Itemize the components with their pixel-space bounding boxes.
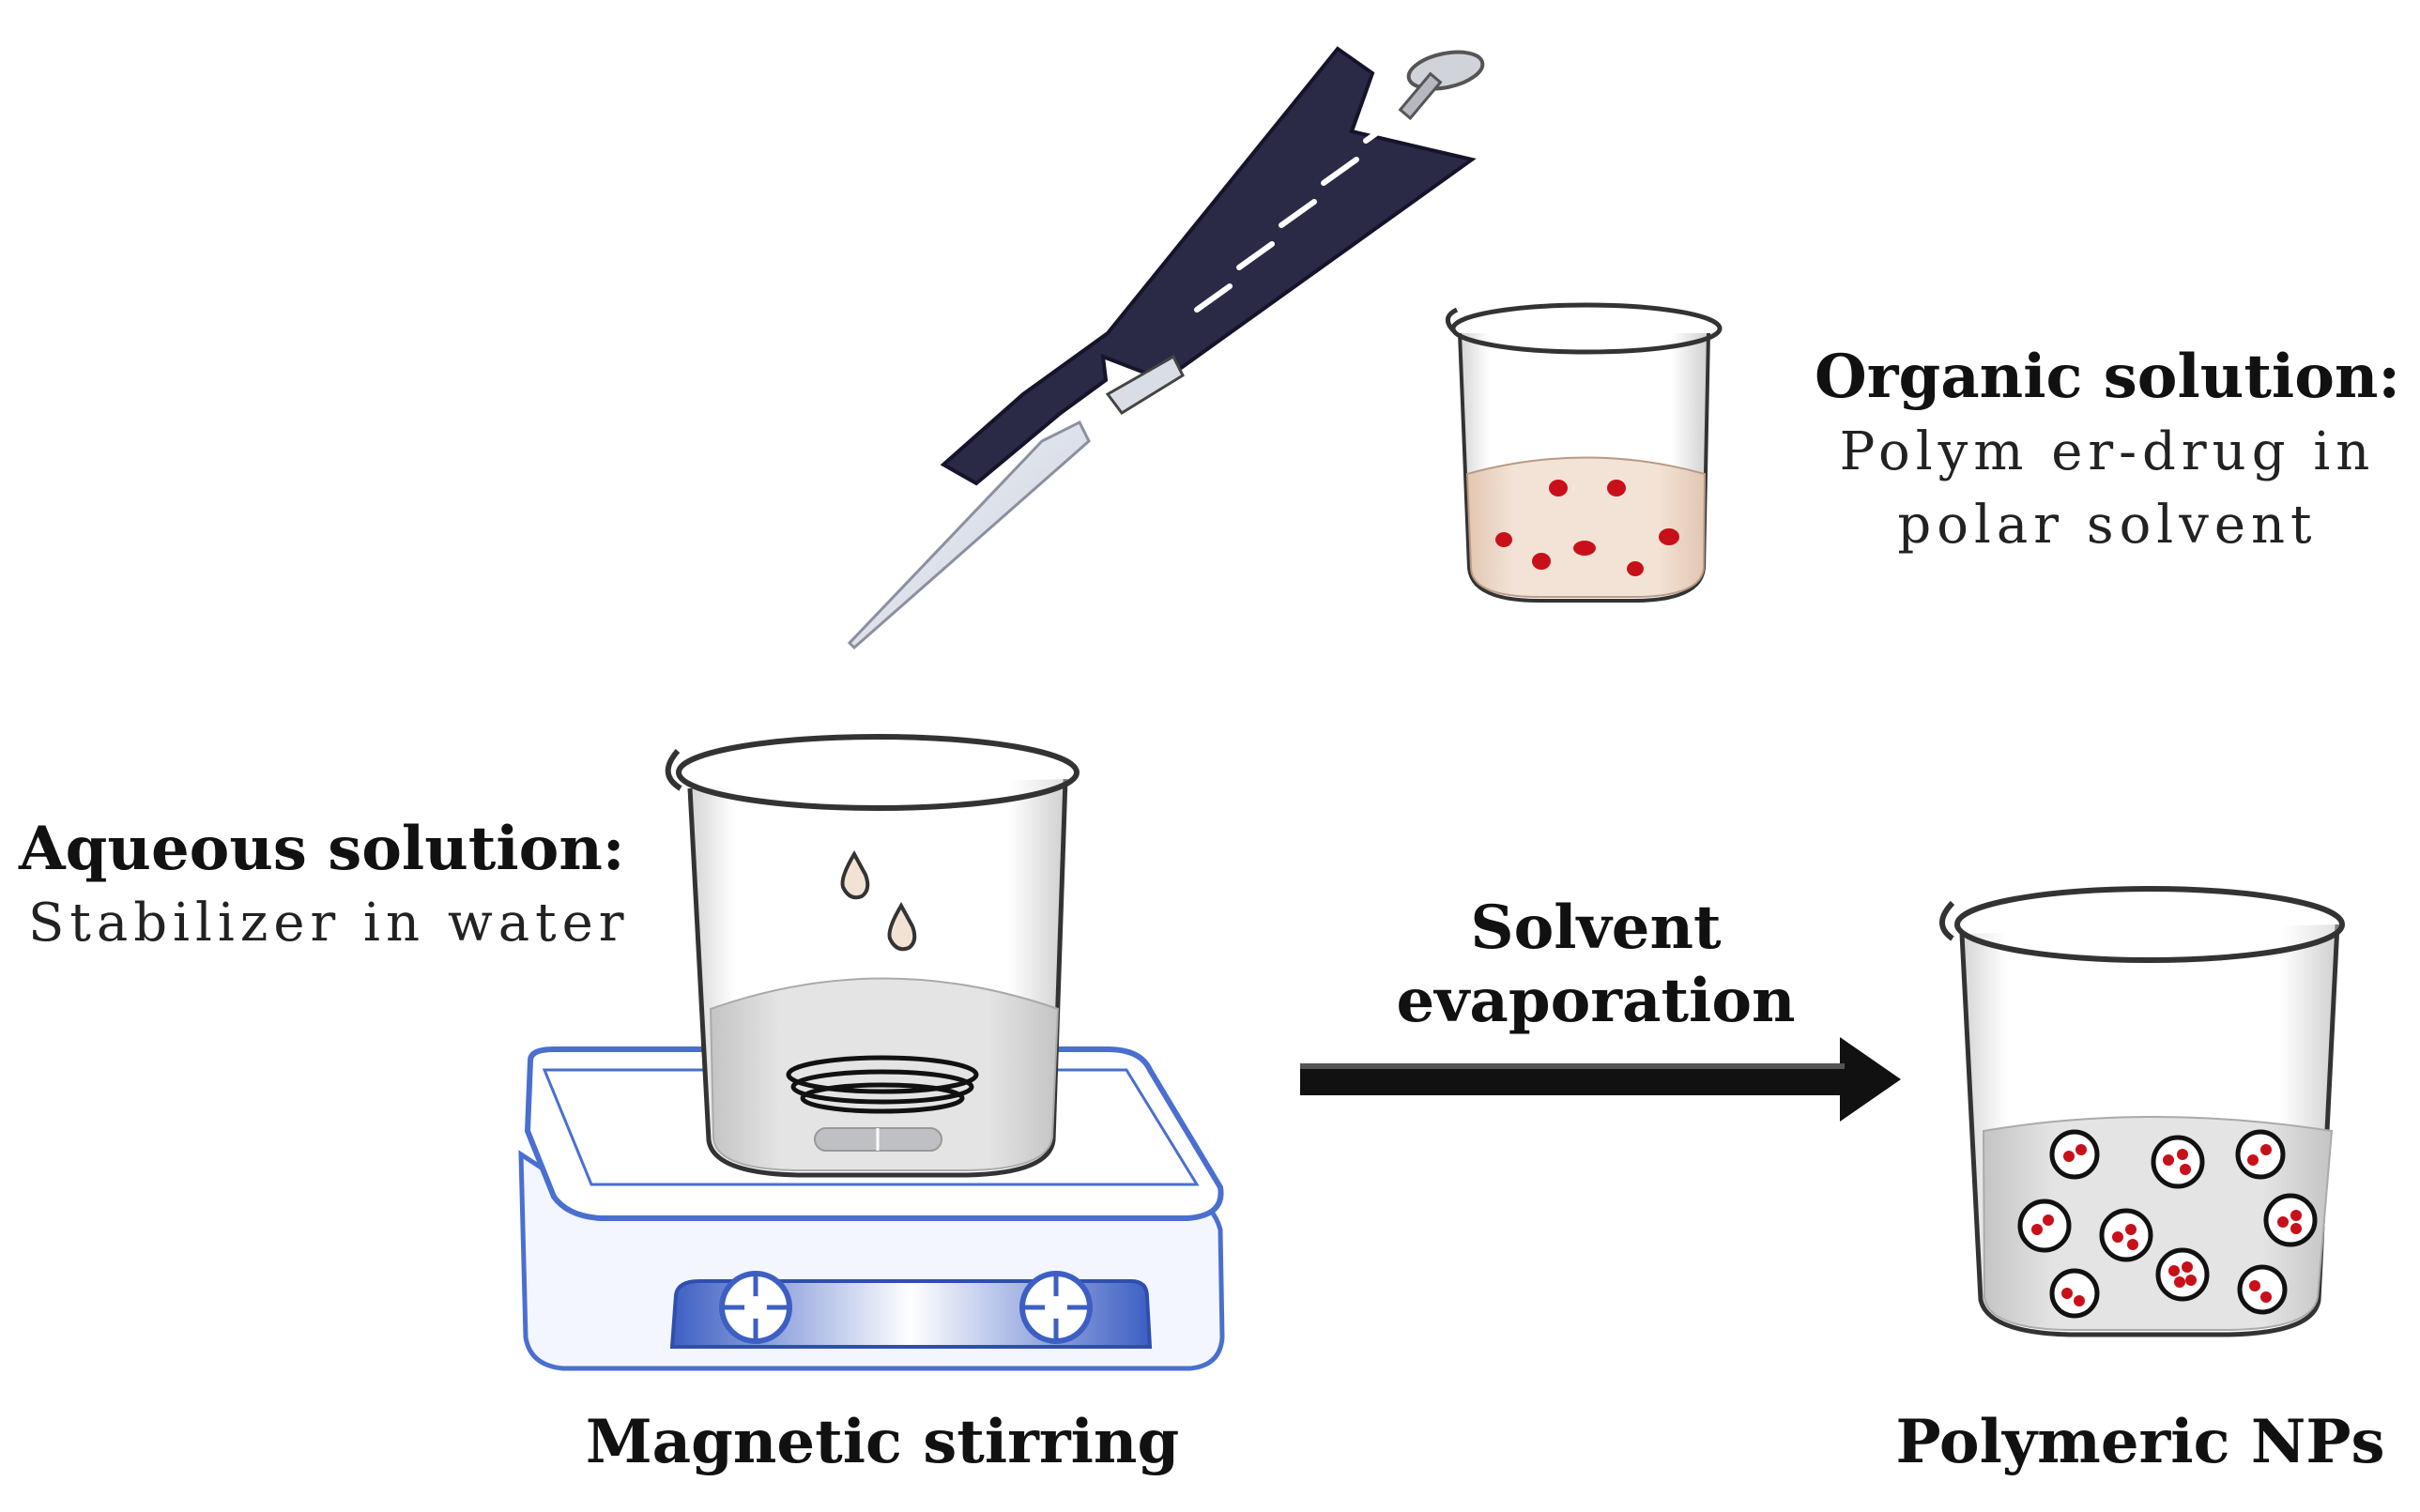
drug-particle [1495, 532, 1512, 547]
np-beaker-spout [1939, 900, 1955, 941]
pipette-body [940, 46, 1477, 486]
drug-particle [1573, 541, 1596, 556]
pipette-grip-lines [1194, 115, 1401, 313]
pipette-ejector [1105, 354, 1185, 415]
process-arrow [1300, 1037, 1901, 1122]
organic-solution-line1: Polym er-drug in [1839, 421, 2376, 482]
droplet [840, 849, 870, 900]
aqueous-solution-line1: Stabilizer in water [28, 893, 630, 954]
organic-solution-heading: Organic solution: [1814, 342, 2401, 412]
nanoparticle [2263, 1193, 2318, 1247]
droplet [887, 901, 917, 952]
nanoparticle [2155, 1247, 2210, 1302]
pipette [847, 46, 1485, 650]
drug-particle [1607, 480, 1626, 496]
caption-polymeric-nps: Polymeric NPs [1895, 1407, 2385, 1477]
nanoparticle [2017, 1199, 2072, 1253]
np-beaker-rim [1954, 886, 2345, 963]
drug-particle [1659, 528, 1679, 545]
nanoparticle [2049, 1268, 2100, 1319]
organic-drug-particles [1495, 480, 1679, 576]
nanoparticles [2017, 1129, 2318, 1319]
drug-particle [1549, 480, 1568, 496]
stirrer-knob-right [1019, 1271, 1093, 1344]
pipette-tip [847, 420, 1091, 650]
arrow-label-line1: Solvent [1470, 893, 1722, 963]
nanoparticle [2237, 1264, 2288, 1315]
aqueous-beaker [665, 734, 1080, 1178]
organic-liquid [1465, 456, 1707, 598]
aqueous-solution-heading: Aqueous solution: [19, 814, 625, 884]
pipette-plunger-rod [1398, 71, 1443, 121]
aqueous-beaker-spout [665, 749, 682, 791]
drug-particle [1532, 553, 1551, 570]
nanoparticle [2151, 1135, 2205, 1189]
organic-beaker [1445, 302, 1723, 603]
caption-magnetic-stirring: Magnetic stirring [585, 1407, 1180, 1477]
nanoparticle [2049, 1129, 2100, 1180]
organic-beaker-spout [1445, 307, 1459, 332]
stirrer-knob-left [719, 1271, 792, 1344]
organic-solution-line2: polar solvent [1897, 495, 2318, 556]
falling-droplets [840, 849, 917, 952]
arrow-label-line2: evaporation [1396, 966, 1796, 1036]
nanoparticle-beaker [1939, 886, 2345, 1337]
nanoparticle [2235, 1129, 2286, 1180]
aqueous-beaker-rim [676, 734, 1080, 811]
drug-particle [1627, 561, 1644, 576]
aqueous-liquid [709, 977, 1060, 1171]
vortex [786, 1055, 979, 1114]
nanoparticle [2099, 1208, 2153, 1262]
